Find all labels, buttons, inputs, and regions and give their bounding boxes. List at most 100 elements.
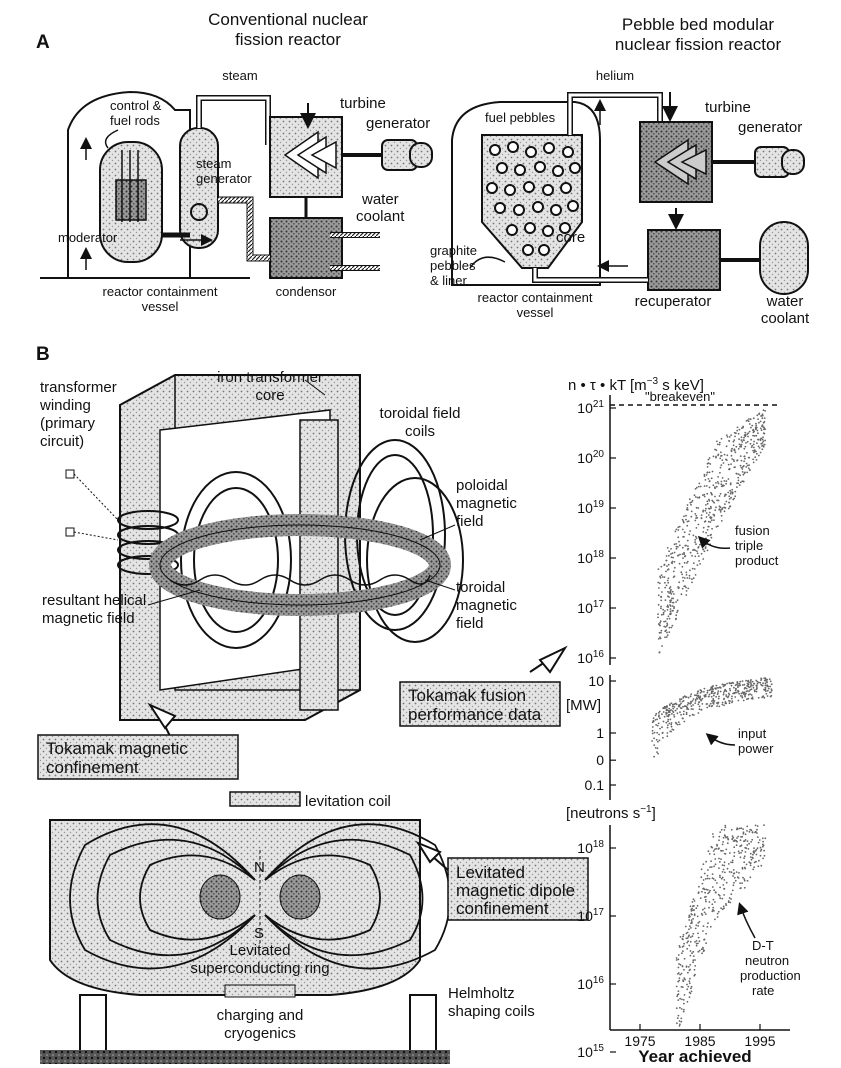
chart1-data-point xyxy=(755,427,757,430)
chart2-data-point xyxy=(725,694,728,696)
chart3-data-point xyxy=(733,851,736,854)
chart2-data-point xyxy=(687,702,689,704)
chart2-data-point xyxy=(662,720,665,723)
chart2-data-point xyxy=(717,687,720,689)
chart3-data-point xyxy=(690,922,692,925)
chart2-y-tick-label: 0 xyxy=(596,752,604,768)
chart2-data-point xyxy=(674,702,677,705)
chart3-data-point xyxy=(702,863,705,866)
chart2-y-tick-label: 1 xyxy=(596,725,604,741)
chart3-data-point xyxy=(755,860,757,863)
chart1-data-point xyxy=(664,636,666,639)
chart1-data-point xyxy=(706,471,709,474)
chart2-data-point xyxy=(656,718,658,721)
chart2-data-point xyxy=(658,739,661,742)
chart2-data-point xyxy=(700,709,703,711)
chart1-data-point xyxy=(668,613,671,615)
chart1-data-point xyxy=(700,552,703,555)
chart2-data-point xyxy=(731,695,733,698)
pebble-title-line1: Pebble bed modular xyxy=(622,15,775,34)
chart1-data-point xyxy=(752,449,754,452)
chart3-data-point xyxy=(744,846,747,849)
chart1-data-point xyxy=(695,506,698,509)
chart3-data-point xyxy=(677,973,679,975)
pebble-turbine-label: turbine xyxy=(705,99,751,116)
chart1-data-point xyxy=(712,513,715,516)
chart3-data-point xyxy=(692,918,694,920)
chart3-data-point xyxy=(702,879,705,881)
chart1-data-point xyxy=(734,466,736,468)
chart1-data-point xyxy=(681,518,684,521)
chart1-data-point xyxy=(755,434,758,437)
chart2-data-point xyxy=(769,691,771,694)
chart2-data-point xyxy=(724,701,727,703)
chart1-data-point xyxy=(675,547,678,550)
chart2-data-point xyxy=(652,717,655,719)
chart3-data-point xyxy=(712,835,715,838)
chart3-data-point xyxy=(688,982,691,985)
chart3-data-point xyxy=(711,833,714,835)
chart1-y-tick-exp: 17 xyxy=(593,599,605,610)
chart3-data-point xyxy=(683,1008,685,1011)
chart2-data-point xyxy=(769,695,772,698)
chart2-data-point xyxy=(710,705,713,708)
chart3-data-point xyxy=(719,831,722,833)
chart3-data-point xyxy=(704,913,707,915)
chart2-data-point xyxy=(654,714,657,717)
chart1-data-point xyxy=(668,631,671,633)
chart3-data-point xyxy=(743,886,746,889)
pebble-generator-label: generator xyxy=(738,119,802,136)
chart2-data-point xyxy=(760,683,762,686)
chart3-data-point xyxy=(688,928,690,931)
chart1-data-point xyxy=(686,539,689,542)
chart1-data-point xyxy=(664,620,667,623)
chart1-data-point xyxy=(735,472,738,475)
neutron-label-4: rate xyxy=(752,983,774,998)
chart3-data-point xyxy=(719,861,721,863)
chart3-data-point xyxy=(693,974,696,977)
chart3-data-point xyxy=(749,852,752,855)
chart1-data-point xyxy=(761,438,764,441)
chart1-data-point xyxy=(683,531,686,534)
chart1-data-point xyxy=(660,595,662,598)
chart2-data-point xyxy=(716,687,719,689)
chart1-data-point xyxy=(756,442,758,445)
chart1-data-point xyxy=(746,471,749,474)
chart1-data-point xyxy=(739,481,742,484)
chart2-data-point xyxy=(680,713,682,716)
chart1-data-point xyxy=(753,449,756,452)
chart1-data-point xyxy=(710,536,713,539)
chart2-data-point xyxy=(743,691,746,694)
chart2-data-point xyxy=(699,692,702,694)
chart3-data-point xyxy=(709,889,711,892)
chart1-data-point xyxy=(731,447,733,450)
chart3-data-point xyxy=(718,835,721,838)
chart3-data-point xyxy=(696,915,699,918)
chart2-data-point xyxy=(712,701,715,703)
graphite-label-3: & liner xyxy=(430,273,468,288)
chart1-data-point xyxy=(732,440,735,443)
chart2-data-point xyxy=(723,690,726,692)
chart2-data-point xyxy=(658,715,660,718)
chart1-data-point xyxy=(714,495,716,498)
chart1-data-point xyxy=(698,482,701,485)
chart1-data-point xyxy=(742,473,745,476)
chart1-data-point xyxy=(728,436,731,438)
chart1-data-point xyxy=(658,623,661,626)
chart1-data-point xyxy=(715,455,717,458)
chart3-data-point xyxy=(713,865,715,868)
chart1-data-point xyxy=(670,588,672,591)
chart1-data-point xyxy=(694,535,697,538)
chart1-data-point xyxy=(707,462,710,465)
chart3-data-point xyxy=(702,950,705,953)
chart1-data-point xyxy=(707,478,710,480)
chart1-data-point xyxy=(733,431,736,434)
chart1-data-point xyxy=(707,507,710,510)
chart1-data-point xyxy=(667,563,670,566)
chart3-data-point xyxy=(691,952,693,955)
performance-label-1: Tokamak fusion xyxy=(408,686,526,705)
chart3-data-point xyxy=(690,913,693,915)
chart1-data-point xyxy=(703,473,706,476)
tokamak-diagram: transformer winding (primary circuit) ir… xyxy=(37,369,568,780)
tokamak-confinement-label-1: Tokamak magnetic xyxy=(46,739,188,758)
